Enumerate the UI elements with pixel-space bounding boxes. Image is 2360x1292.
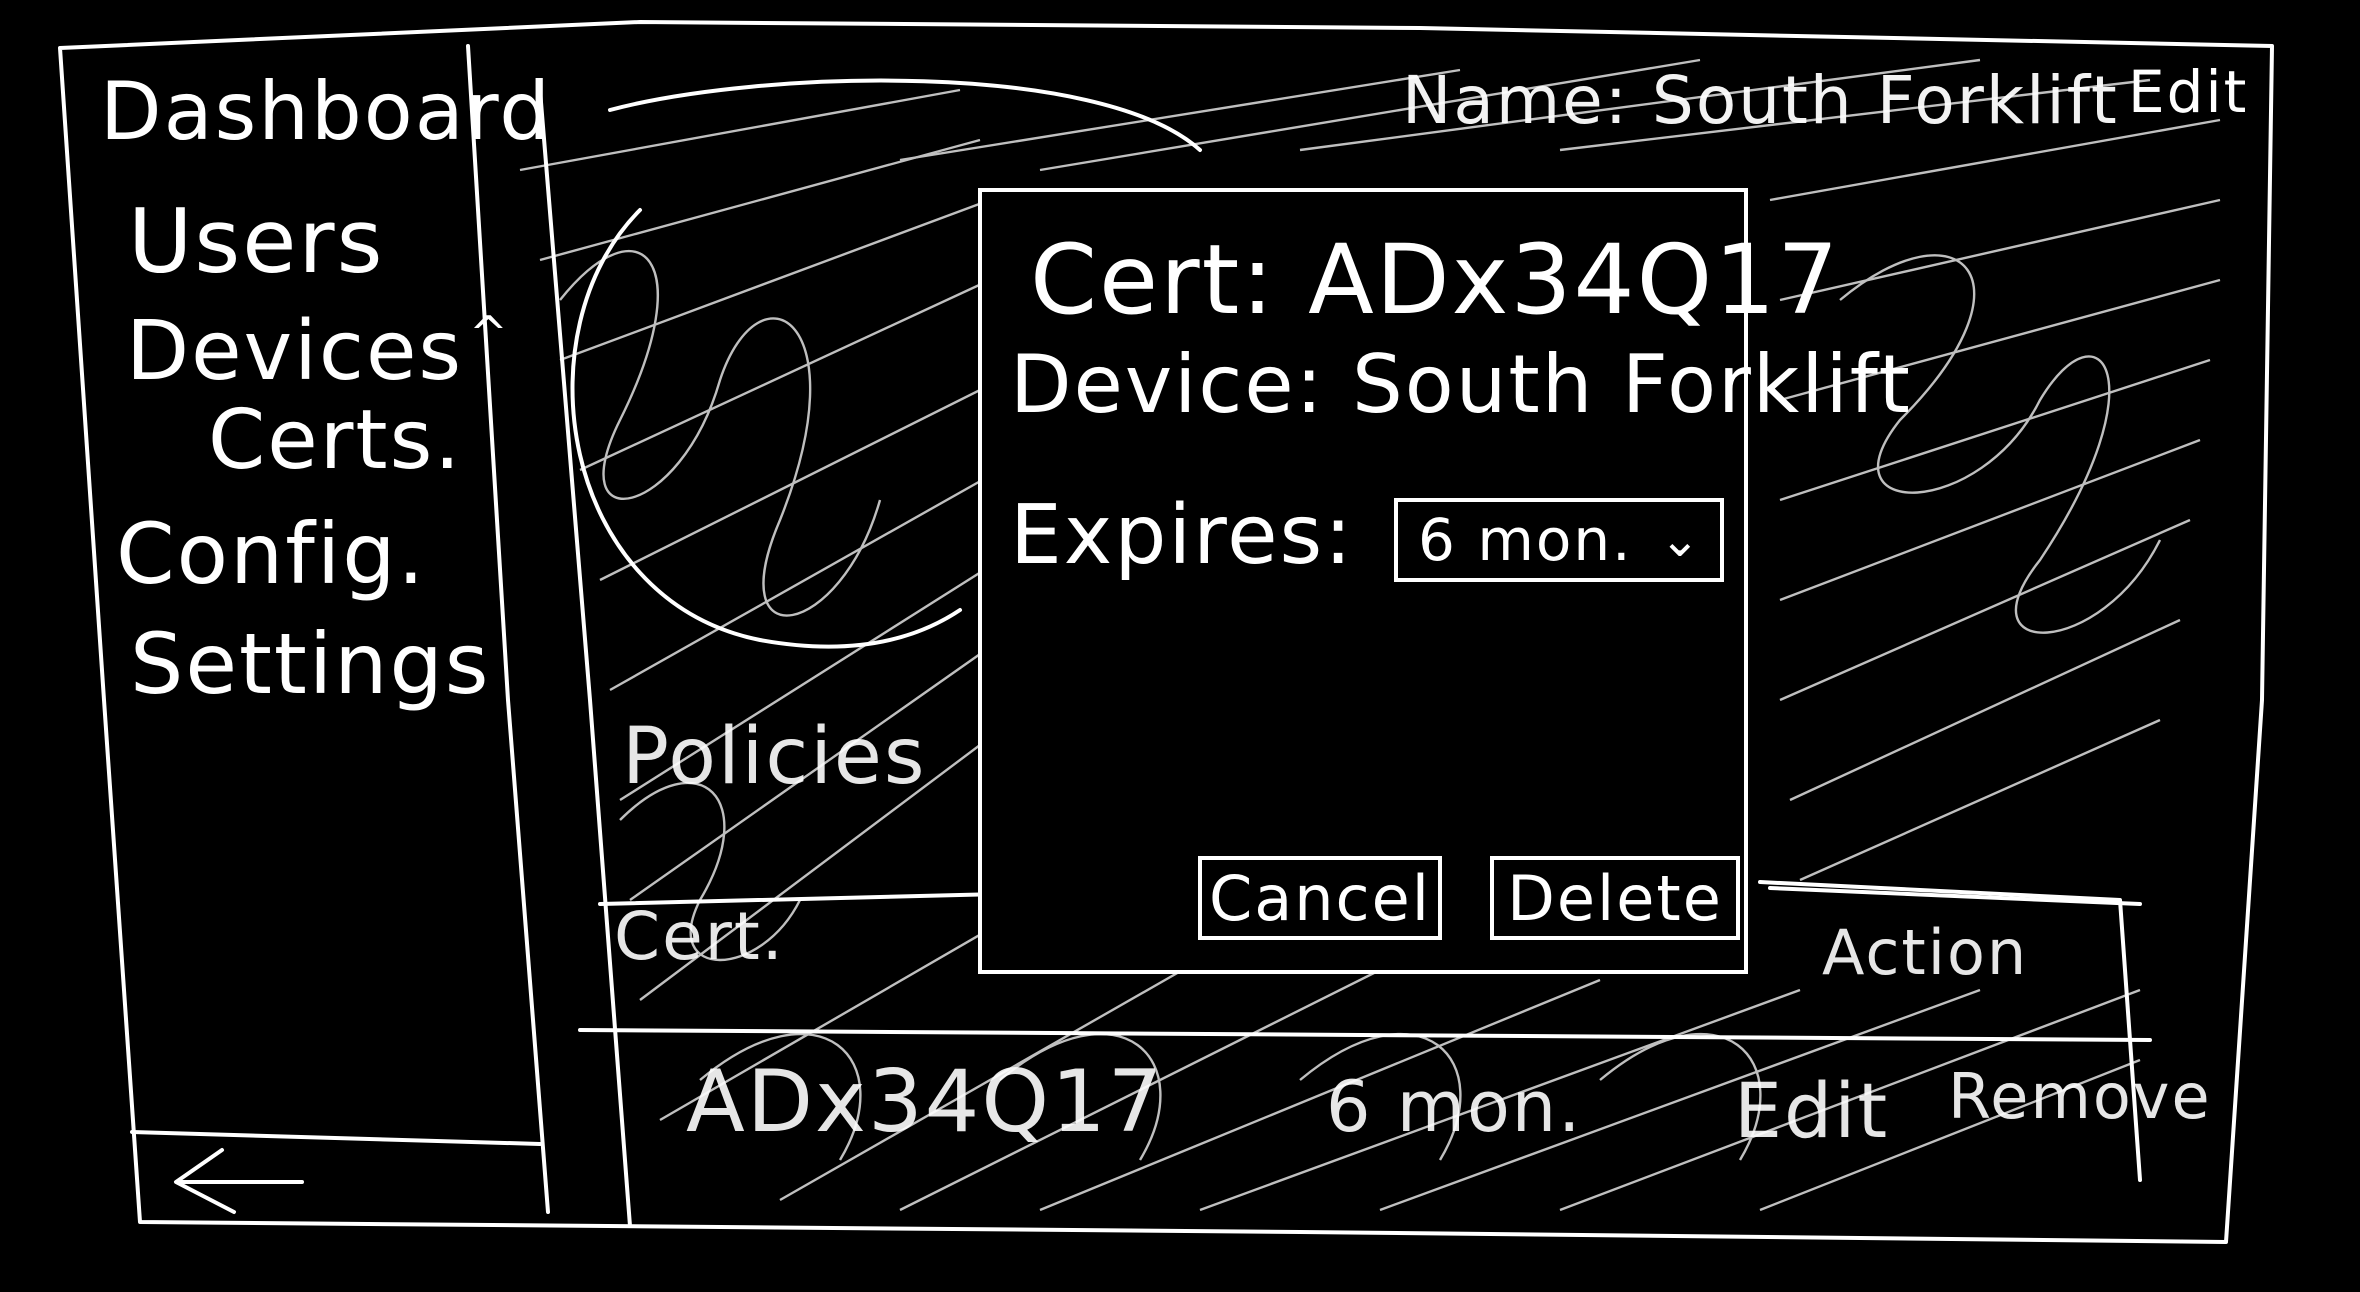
modal-cert-line: Cert: ADx34Q17	[1030, 224, 1841, 336]
back-button[interactable]: ←	[132, 1130, 322, 1230]
modal-device-line: Device: South Forklift	[1010, 338, 1912, 431]
sidebar-item-devices[interactable]: Devices^	[126, 310, 510, 393]
device-name-title: Name: South Forklift	[1402, 62, 2119, 139]
column-header-action: Action	[1822, 916, 2029, 989]
row-remove-button[interactable]: Remove	[1948, 1060, 2212, 1133]
sidebar-item-settings[interactable]: Settings	[130, 615, 491, 713]
delete-button[interactable]: Delete	[1490, 856, 1740, 940]
expires-selected-value: 6 mon.	[1418, 506, 1633, 574]
chevron-down-icon: ⌄	[1659, 512, 1700, 568]
sidebar-item-config[interactable]: Config.	[116, 505, 427, 603]
sidebar-item-dashboard[interactable]: Dashboard	[100, 65, 553, 158]
sidebar-item-label: Devices	[126, 304, 464, 399]
scribble-shading	[519, 58, 2221, 1212]
sidebar-item-certs[interactable]: Certs.	[208, 393, 463, 488]
sidebar-item-users[interactable]: Users	[128, 190, 385, 293]
row-cert-id: ADx34Q17	[686, 1052, 1165, 1152]
certificate-modal: Cert: ADx34Q17 Device: South Forklift Ex…	[978, 188, 1910, 974]
row-expiry: 6 mon.	[1326, 1066, 1583, 1148]
expires-label: Expires:	[1010, 488, 1354, 583]
chevron-up-icon: ^	[469, 306, 510, 360]
expires-dropdown[interactable]: 6 mon. ⌄	[1394, 498, 1724, 582]
policies-section-label: Policies	[622, 712, 927, 802]
cancel-button[interactable]: Cancel	[1198, 856, 1442, 940]
edit-button[interactable]: Edit	[2128, 58, 2249, 126]
column-header-cert: Cert.	[614, 898, 785, 975]
row-edit-button[interactable]: Edit	[1734, 1066, 1890, 1155]
